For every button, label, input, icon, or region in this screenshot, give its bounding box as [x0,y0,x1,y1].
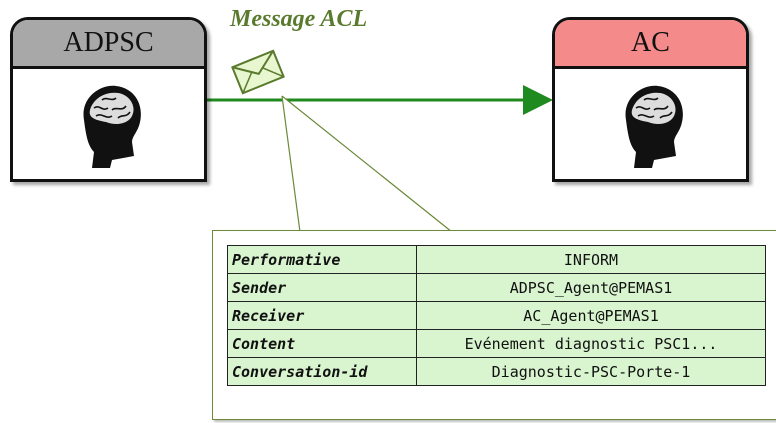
acl-value: ADPSC_Agent@PEMAS1 [416,273,766,302]
agent-box-ac: AC [552,17,749,182]
acl-value: AC_Agent@PEMAS1 [416,301,766,330]
acl-value: Evénement diagnostic PSC1... [416,329,766,358]
acl-key: Sender [227,273,417,302]
callout-pointer-right-edge [281,95,453,233]
message-label: Message ACL [230,6,368,32]
acl-key: Content [227,329,417,358]
callout-pointer-left-edge [281,95,301,233]
acl-value: Diagnostic-PSC-Porte-1 [416,357,766,386]
acl-key: Conversation-id [227,357,417,386]
brain-head-icon [624,85,683,168]
table-row: Content Evénement diagnostic PSC1... [227,329,766,358]
acl-message-callout: Performative INFORM Sender ADPSC_Agent@P… [212,230,776,420]
acl-value: INFORM [416,245,766,274]
brain-head-icon [82,85,141,168]
acl-key: Receiver [227,301,417,330]
table-row: Receiver AC_Agent@PEMAS1 [227,301,766,330]
envelope-icon [231,49,285,95]
table-row: Conversation-id Diagnostic-PSC-Porte-1 [227,357,766,386]
agent-body-adpsc [13,69,204,179]
agent-title-adpsc: ADPSC [13,20,204,69]
agent-title-ac: AC [555,20,746,69]
agent-box-adpsc: ADPSC [10,17,207,182]
table-row: Performative INFORM [227,245,766,274]
acl-key: Performative [227,245,417,274]
table-row: Sender ADPSC_Agent@PEMAS1 [227,273,766,302]
agent-body-ac [555,69,746,179]
acl-table: Performative INFORM Sender ADPSC_Agent@P… [227,245,766,386]
